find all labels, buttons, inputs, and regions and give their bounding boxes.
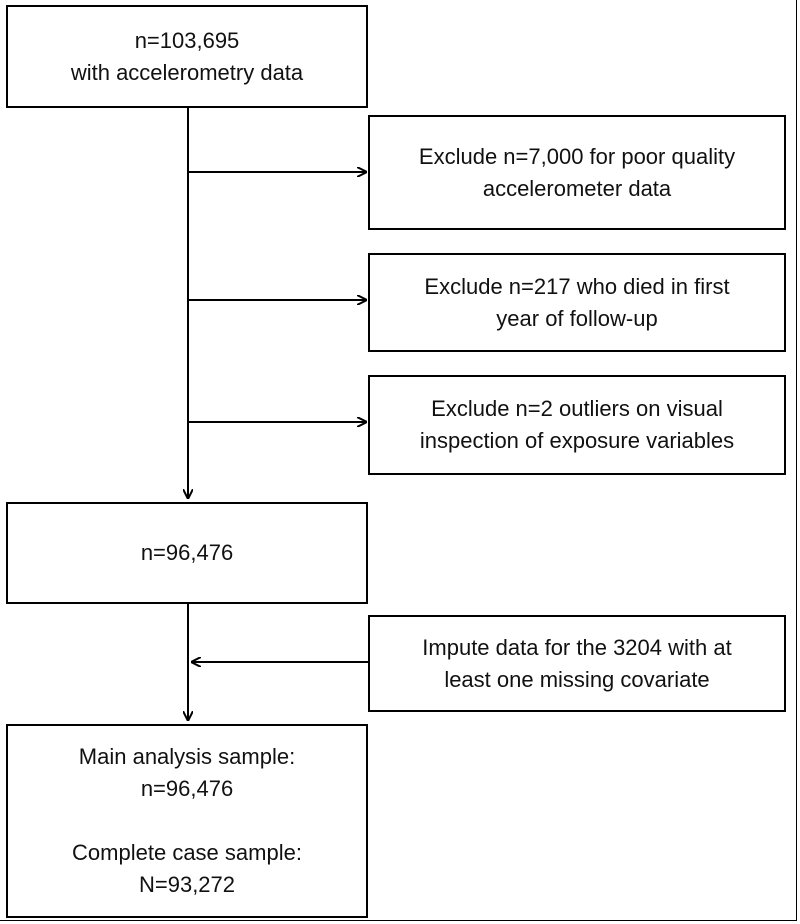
main-analysis-label: Main analysis sample: <box>78 744 296 769</box>
impute-line-2: least one missing covariate <box>444 666 710 692</box>
start-description: with accelerometry data <box>70 59 304 85</box>
start-count: n=103,695 <box>134 27 240 53</box>
middle-count: n=96,476 <box>140 540 234 565</box>
main-analysis-count: n=96,476 <box>140 776 234 801</box>
complete-case-count: N=93,272 <box>138 872 236 897</box>
exclusion-1-line-1: Exclude n=7,000 for poor quality <box>418 143 736 169</box>
final-box: Main analysis sample: n=96,476 Complete … <box>6 724 368 918</box>
exclusion-1-line-2: accelerometer data <box>482 175 672 201</box>
exclusion-2-line-2: year of follow-up <box>496 305 658 331</box>
impute-line-1: Impute data for the 3204 with at <box>422 634 732 660</box>
start-box: n=103,695 with accelerometry data <box>6 5 368 108</box>
complete-case-label: Complete case sample: <box>72 840 302 865</box>
middle-box: n=96,476 <box>6 502 368 604</box>
exclusion-box-died: Exclude n=217 who died in first year of … <box>368 253 786 352</box>
exclusion-2-line-1: Exclude n=217 who died in first <box>424 273 730 299</box>
exclusion-3-line-2: inspection of exposure variables <box>419 428 735 453</box>
impute-box: Impute data for the 3204 with at least o… <box>368 615 786 712</box>
exclusion-box-poor-quality: Exclude n=7,000 for poor quality acceler… <box>368 115 786 230</box>
exclusion-box-outliers: Exclude n=2 outliers on visual inspectio… <box>368 375 786 475</box>
exclusion-3-line-1: Exclude n=2 outliers on visual <box>431 396 723 421</box>
